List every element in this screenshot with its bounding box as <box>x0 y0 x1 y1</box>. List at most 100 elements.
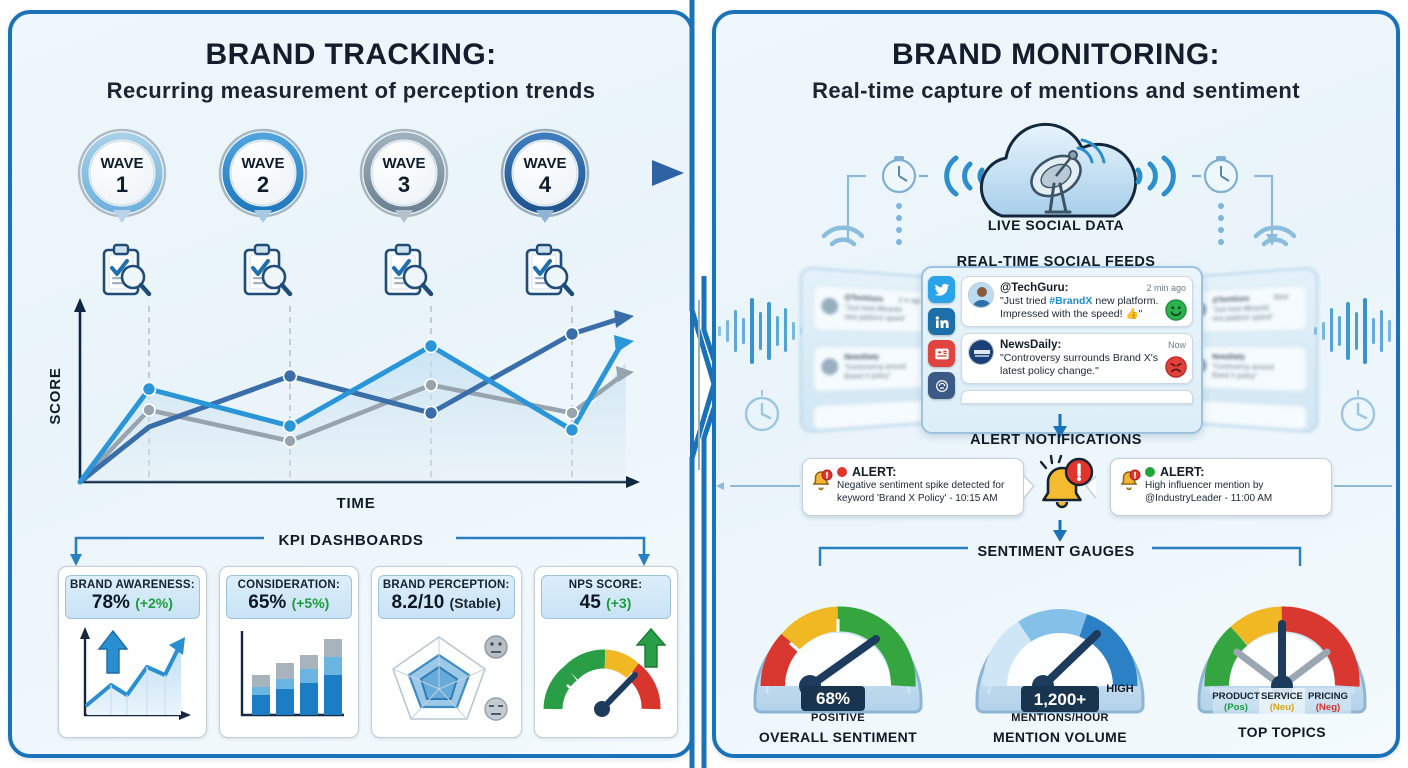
kpi-delta: (+5%) <box>292 595 330 611</box>
feed-post-techguru[interactable]: @TechGuru: 2 min ago "Just tried #BrandX… <box>961 276 1193 327</box>
social-feeds-zone: @TechGuru 2 m ago "Just tried #BrandX ne… <box>716 266 1400 434</box>
linkedin-icon[interactable] <box>928 308 955 335</box>
kpi-label: BRAND AWARENESS: <box>70 579 195 591</box>
kpi-value: 8.2/10 (Stable) <box>383 592 510 614</box>
live-social-data-label: LIVE SOCIAL DATA <box>716 217 1396 233</box>
gauges-row: 68% POSITIVE OVERALL SENTIMENT HIGH <box>740 566 1380 746</box>
post-text-pre: "Just tried <box>1000 295 1049 307</box>
post-handle: @TechGuru: <box>1000 282 1069 294</box>
wave-4-label: WAVE <box>523 155 566 172</box>
bar-1 <box>252 675 270 715</box>
stopwatch-icon-right <box>1205 156 1237 192</box>
gauge-caption: TOP TOPICS <box>1238 724 1326 740</box>
page-subtitle: Real-time capture of mentions and sentim… <box>716 78 1396 104</box>
kpi-value: 45 (+3) <box>546 592 666 614</box>
blurred-text: "Controversy around <box>1212 364 1274 372</box>
kpi-number: 45 <box>580 592 601 613</box>
perception-trend-chart: SCORE TIME <box>36 286 686 526</box>
brand-tracking-panel: BRAND TRACKING: Recurring measurement of… <box>8 10 694 758</box>
brand-monitoring-panel: BRAND MONITORING: Real-time capture of m… <box>712 10 1400 758</box>
gauge-value: 1,200+ <box>1034 690 1087 709</box>
avatar <box>968 339 994 365</box>
clock-icon-left <box>740 392 784 436</box>
kpi-label: BRAND PERCEPTION: <box>383 579 510 591</box>
blurred-text: "Controversy around <box>844 364 906 372</box>
wave-node-4: WAVE 4 <box>502 130 588 223</box>
blurred-avatar <box>821 297 838 314</box>
blurred-text: NewsDaily <box>844 354 879 361</box>
blurred-post <box>1186 399 1308 431</box>
nps-up-arrow-icon <box>637 629 665 667</box>
blurred-text: Brand X policy" <box>844 373 890 381</box>
positive-sentiment-icon <box>1165 299 1187 321</box>
blog-icon[interactable] <box>928 372 955 399</box>
kpi-label: CONSIDERATION: <box>231 579 347 591</box>
x-axis-label: TIME <box>336 495 375 512</box>
topic-name: PRICING <box>1308 691 1348 702</box>
post-timestamp: Now <box>1168 340 1186 350</box>
wave-3-label: WAVE <box>382 155 425 172</box>
gauge-subvalue: POSITIVE <box>811 712 865 724</box>
stopwatch-icon-left <box>883 156 915 192</box>
wave-node-1: WAVE 1 <box>79 130 165 223</box>
alert-notifications-title: ALERT NOTIFICATIONS <box>716 432 1396 448</box>
kpi-card-brand-perception[interactable]: BRAND PERCEPTION: 8.2/10 (Stable) <box>371 566 522 738</box>
kpi-visual-radar-chart <box>378 619 515 731</box>
post-header: NewsDaily: Now <box>1000 339 1186 351</box>
audio-waveform-right <box>1310 294 1400 366</box>
kpi-number: 8.2/10 <box>391 592 444 613</box>
audio-waveform-left <box>714 294 810 366</box>
avatar <box>968 282 994 308</box>
kpi-header: BRAND AWARENESS: 78% (+2%) <box>65 575 200 619</box>
post-text: "Controversy surrounds Brand X's latest … <box>1000 352 1186 378</box>
kpi-visual-line-up-chart <box>65 619 200 731</box>
up-arrow-icon <box>99 631 127 673</box>
kpi-cards-row: BRAND AWARENESS: 78% (+2%) <box>58 566 658 738</box>
topic-tone: (Pos) <box>1224 702 1248 713</box>
gauge-caption: OVERALL SENTIMENT <box>759 729 917 745</box>
blurred-text: NewsDaily <box>1212 354 1245 361</box>
signal-waves-right <box>1138 158 1173 194</box>
twitter-icon[interactable] <box>928 276 955 303</box>
kpi-value: 65% (+5%) <box>231 592 347 614</box>
kpi-number: 65% <box>248 592 286 613</box>
kpi-dashboards-title: KPI DASHBOARDS <box>12 532 690 549</box>
topic-tone: (Neg) <box>1316 702 1341 713</box>
kpi-card-nps-score[interactable]: NPS SCORE: 45 (+3) <box>534 566 678 738</box>
wave-2-number: 2 <box>257 172 269 197</box>
gauge-mention-volume[interactable]: HIGH 1,200+ MENTIONS/HOUR MENTION VOLUME <box>962 566 1158 746</box>
alerts-zone: ALERT: Negative sentiment spike detected… <box>716 458 1400 520</box>
post-handle: NewsDaily: <box>1000 339 1061 351</box>
kpi-header: CONSIDERATION: 65% (+5%) <box>226 575 352 619</box>
hashtag[interactable]: #BrandX <box>1049 295 1092 307</box>
kpi-label: NPS SCORE: <box>546 579 666 591</box>
topic-name: SERVICE <box>1261 691 1304 702</box>
post-body: NewsDaily: Now "Controversy surrounds Br… <box>1000 339 1186 378</box>
wave-3-number: 3 <box>398 172 410 197</box>
kpi-number: 78% <box>92 592 130 613</box>
page-title: BRAND TRACKING: <box>12 38 690 72</box>
wave-2-label: WAVE <box>241 155 284 172</box>
bar-3 <box>300 655 318 715</box>
gauge-caption: MENTION VOLUME <box>993 729 1127 745</box>
sentiment-gauges-title: SENTIMENT GAUGES <box>716 544 1396 560</box>
blurred-post <box>813 399 934 430</box>
kpi-visual-stacked-bar-chart <box>226 619 352 731</box>
post-header: @TechGuru: 2 min ago <box>1000 282 1186 294</box>
kpi-card-consideration[interactable]: CONSIDERATION: 65% (+5%) <box>219 566 359 738</box>
gauge-overall-sentiment[interactable]: 68% POSITIVE OVERALL SENTIMENT <box>740 566 936 746</box>
kpi-header: BRAND PERCEPTION: 8.2/10 (Stable) <box>378 575 515 619</box>
post-timestamp: 2 min ago <box>1146 283 1186 293</box>
page-title: BRAND MONITORING: <box>716 38 1396 72</box>
wave-4-number: 4 <box>539 172 552 197</box>
kpi-value: 78% (+2%) <box>70 592 195 614</box>
gauge-top-topics[interactable]: PRODUCT (Pos) SERVICE (Neu) PRICING (Neg… <box>1184 566 1380 746</box>
social-feed-card: @TechGuru: 2 min ago "Just tried #BrandX… <box>921 266 1203 434</box>
feed-post-newsdaily[interactable]: NewsDaily: Now "Controversy surrounds Br… <box>961 333 1193 384</box>
bar-4 <box>324 639 342 715</box>
kpi-card-brand-awareness[interactable]: BRAND AWARENESS: 78% (+2%) <box>58 566 207 738</box>
signal-waves-left <box>947 158 982 194</box>
topic-tone: (Neu) <box>1270 702 1295 713</box>
news-icon[interactable] <box>928 340 955 367</box>
